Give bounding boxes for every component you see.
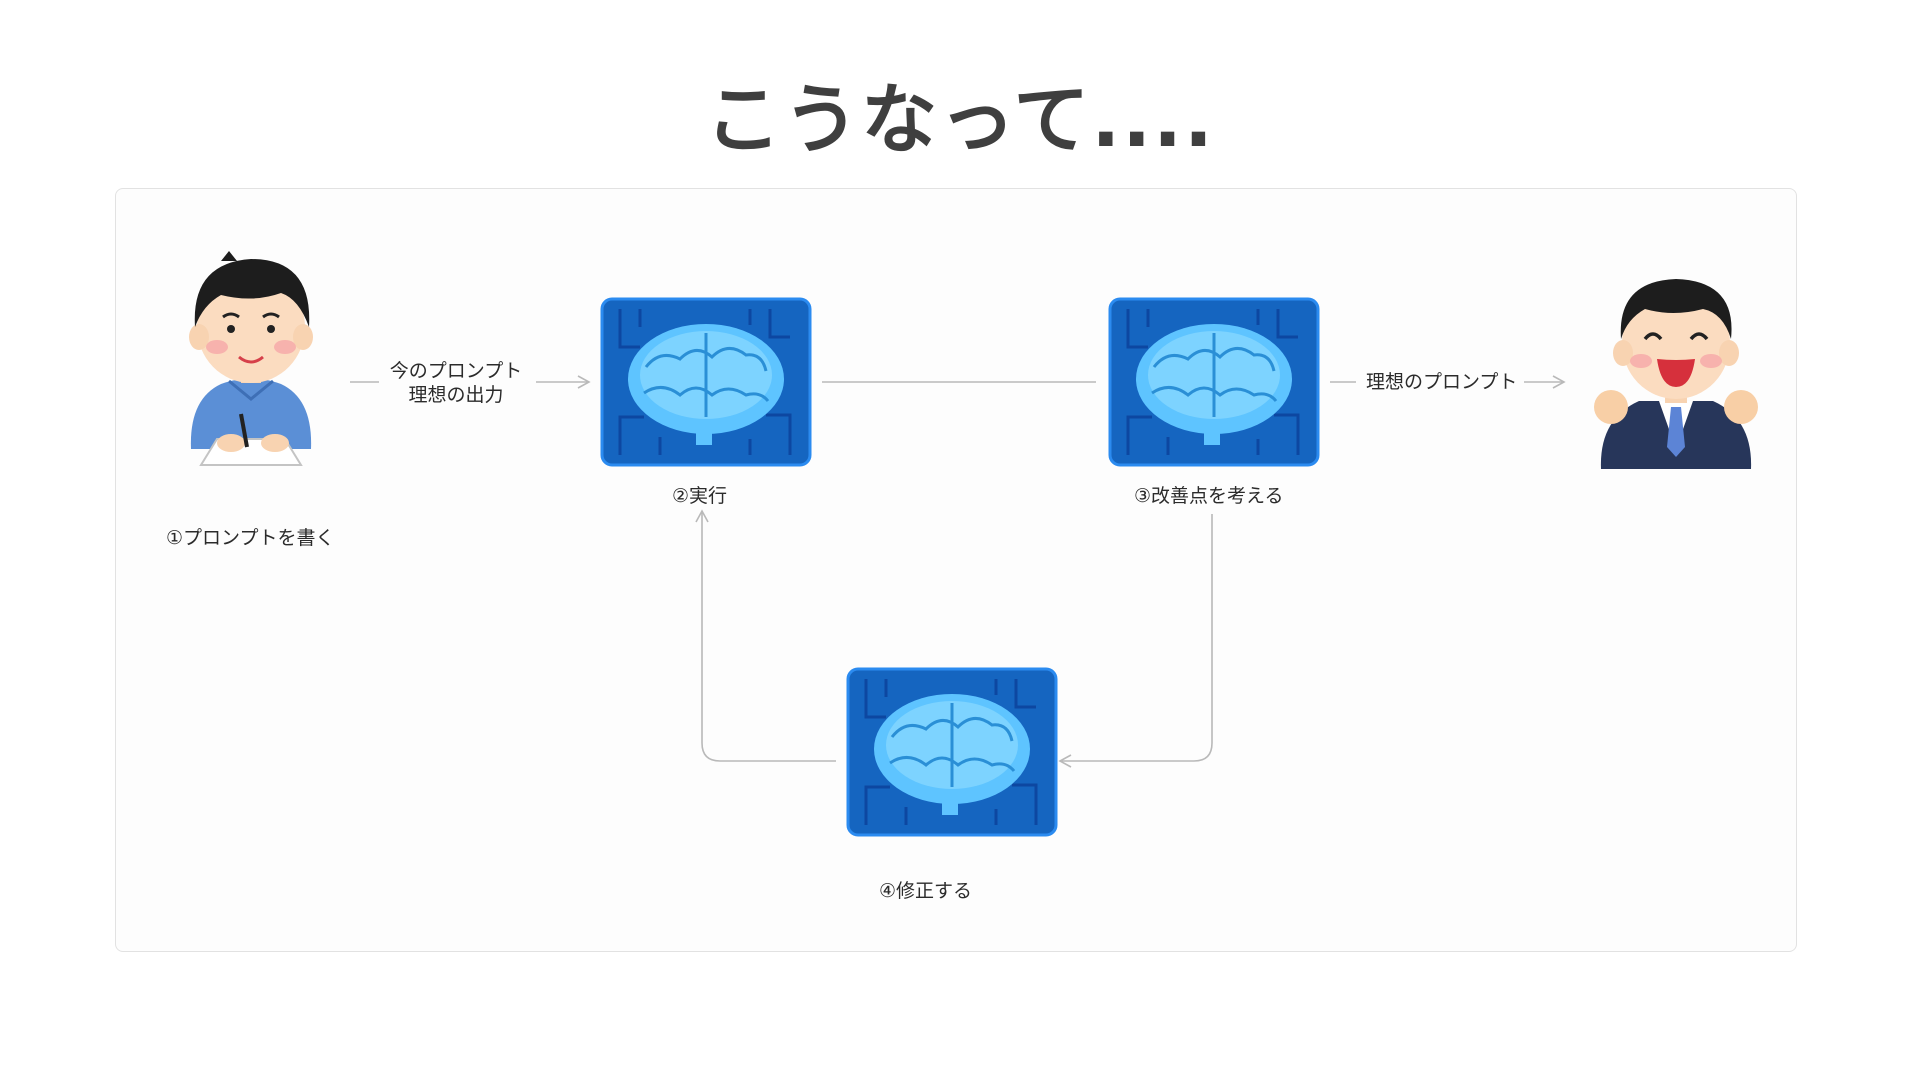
edge-improve-to-fix	[1058, 514, 1213, 768]
ai-brain-chip-icon	[1108, 297, 1320, 467]
diagram-panel: ①プロンプトを書く 今のプロンプト 理想の出力 ②実行	[115, 188, 1797, 952]
ai-brain-chip-icon	[846, 667, 1058, 837]
edge-fix-to-exec	[695, 509, 836, 762]
edge-output-label: 理想のプロンプト	[1366, 371, 1518, 393]
edge-input-label: 今のプロンプト 理想の出力	[376, 359, 536, 407]
step1-label: ①プロンプトを書く	[166, 527, 335, 549]
edge-input-line1: 今のプロンプト	[389, 360, 523, 382]
connector-layer	[350, 375, 1566, 768]
page-title: こうなって....	[705, 75, 1215, 164]
step4-label: ④修正する	[879, 880, 973, 902]
edge-input-line2: 理想の出力	[408, 384, 504, 406]
person-writing-icon	[189, 251, 313, 466]
ai-brain-chip-icon	[600, 297, 812, 467]
step2-label: ②実行	[672, 485, 728, 507]
step3-label: ③改善点を考える	[1134, 485, 1284, 507]
happy-businessman-icon	[1594, 279, 1758, 469]
